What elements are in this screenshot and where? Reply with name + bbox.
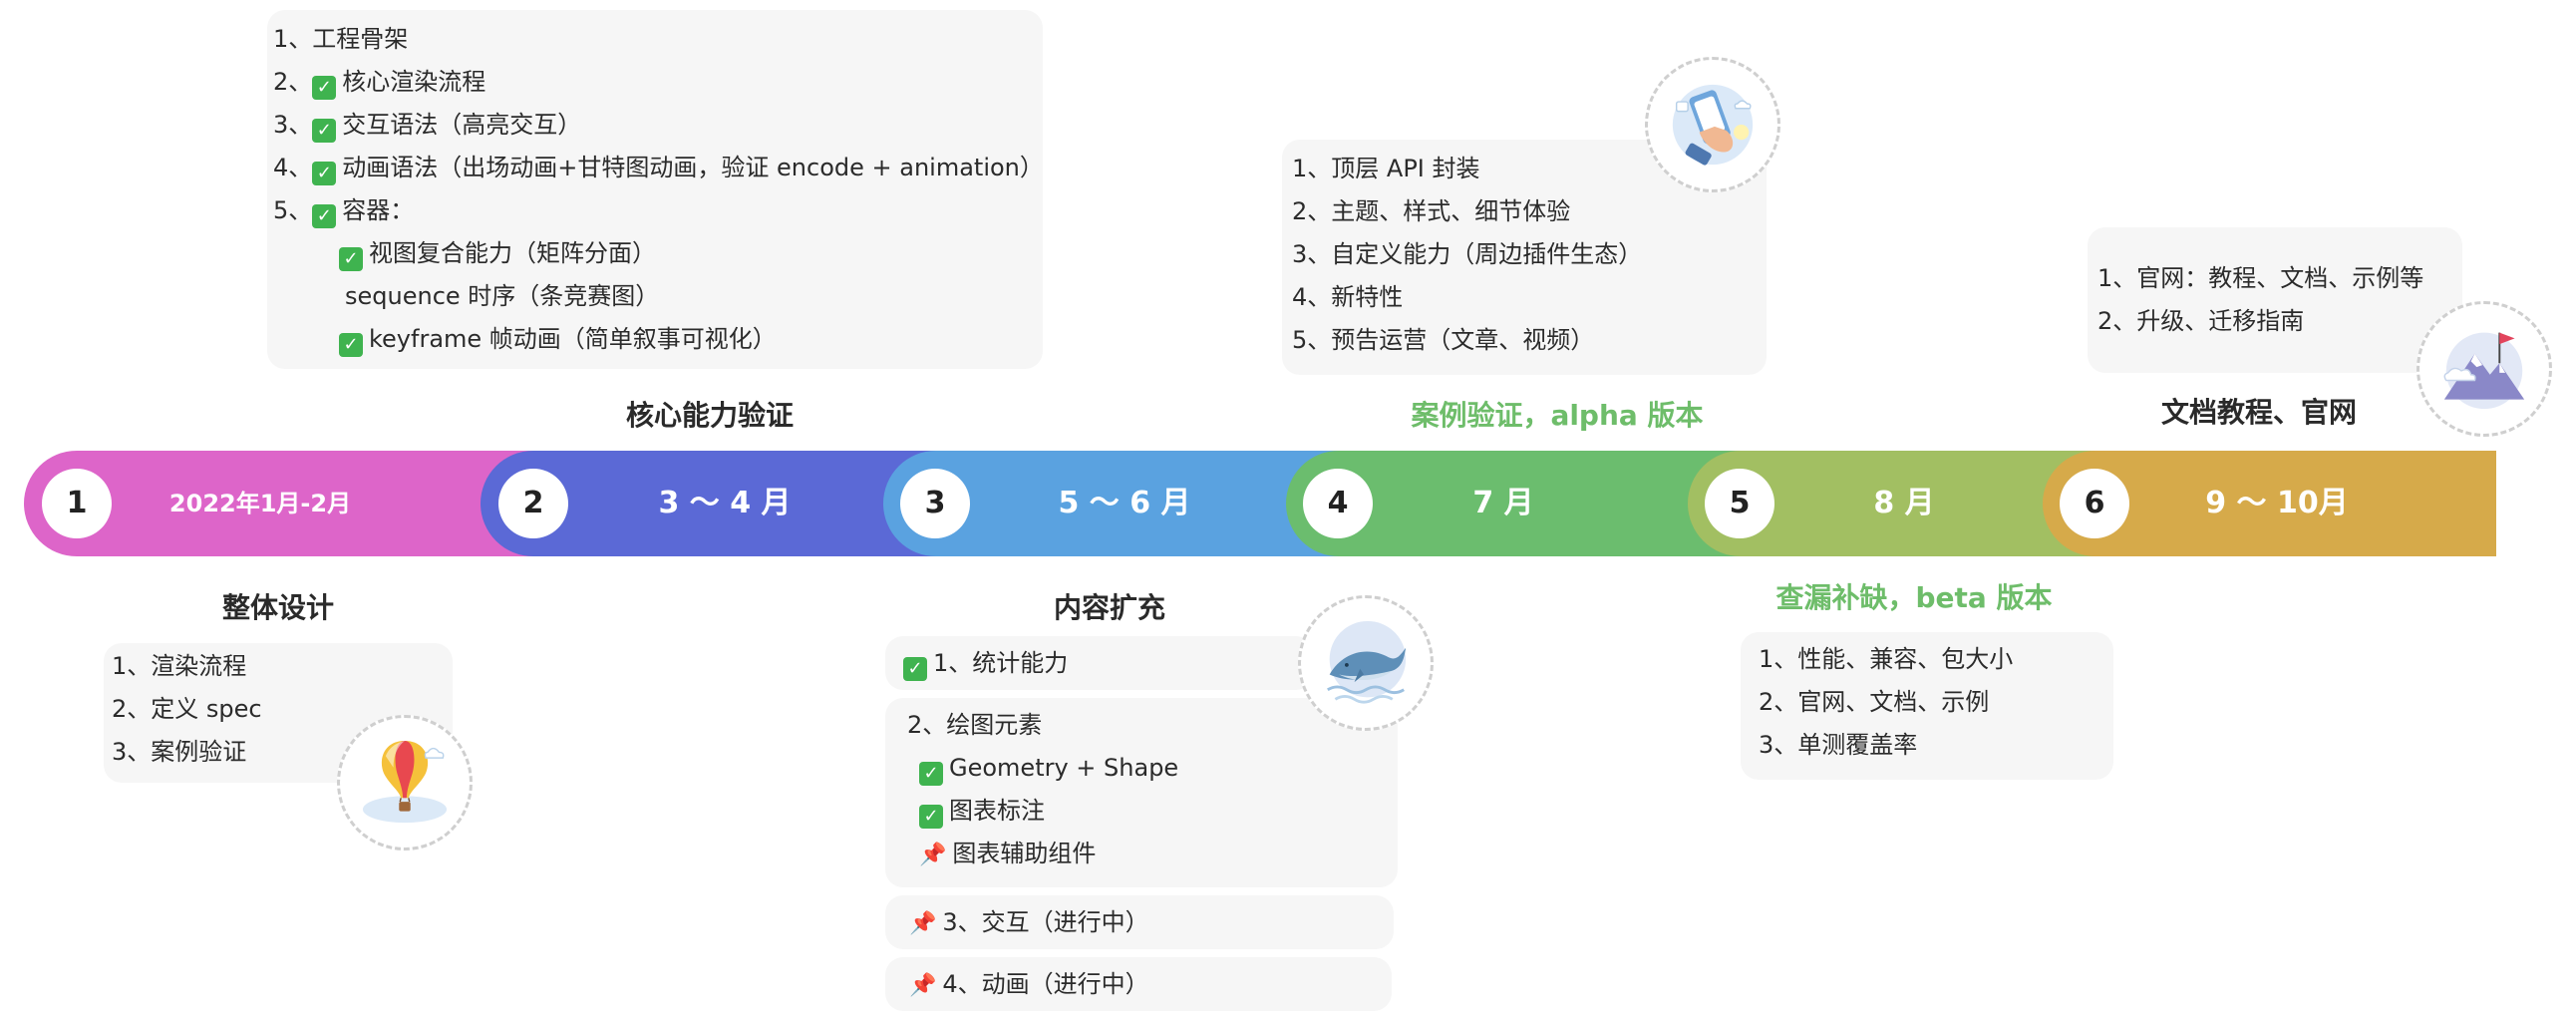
check-icon: ✓ [312, 204, 337, 228]
stage-4-title: 案例验证，alpha 版本 [1411, 399, 1704, 432]
stage-period-label: 7 月 [1472, 486, 1534, 520]
check-icon: ✓ [312, 76, 337, 100]
stage-period-label: 2022年1月-2月 [168, 490, 352, 517]
stage-6-card: 1、官网：教程、文档、示例等 2、升级、迁移指南 [2088, 227, 2462, 373]
check-icon: ✓ [919, 805, 943, 829]
stage-3-item-2: 2、绘图元素 ✓Geometry + Shape ✓图表标注 📌图表辅助组件 [885, 698, 1398, 887]
stage-period-label: 3 ～ 4 月 [658, 486, 792, 520]
list-item: 📌3、交互（进行中） [909, 908, 1149, 936]
hot-air-balloon-icon [337, 715, 473, 851]
list-item: 2、定义 spec [112, 695, 262, 723]
stage-5-card: 1、性能、兼容、包大小 2、官网、文档、示例 3、单测覆盖率 [1741, 632, 2113, 780]
list-item: 3、单测覆盖率 [1759, 731, 1918, 759]
pin-icon: 📌 [909, 973, 937, 998]
sub-list-item: ✓视图复合能力（矩阵分面） [339, 238, 656, 271]
stage-3-item-1: ✓1、统计能力 [885, 636, 1314, 690]
stage-period-label: 8 月 [1873, 486, 1935, 520]
list-item: 4、✓动画语法（出场动画+甘特图动画，验证 encode + animation… [273, 154, 1044, 185]
pin-icon: 📌 [919, 843, 947, 867]
stage-2-card: 1、工程骨架 2、✓核心渲染流程 3、✓交互语法（高亮交互） 4、✓动画语法（出… [267, 10, 1044, 369]
sub-list-item: ✓Geometry + Shape [919, 753, 1178, 786]
list-item: 4、新特性 [1292, 283, 1404, 311]
stage-3-item-3: 📌3、交互（进行中） [885, 895, 1394, 949]
list-item: 📌4、动画（进行中） [909, 970, 1149, 998]
sub-list-item: ✓keyframe 帧动画（简单叙事可视化） [339, 324, 777, 357]
check-icon: ✓ [903, 657, 927, 681]
list-item: 2、主题、样式、细节体验 [1292, 197, 1571, 225]
sub-list-item: ✓图表标注 [919, 796, 1045, 829]
stage-5-title: 查漏补缺，beta 版本 [1775, 581, 2053, 614]
list-item: 3、案例验证 [112, 738, 247, 766]
check-icon: ✓ [339, 247, 363, 271]
list-item: 3、✓交互语法（高亮交互） [273, 111, 582, 143]
stage-6-title: 文档教程、官网 [2160, 396, 2358, 429]
stage-1-title: 整体设计 [221, 591, 335, 624]
phone-hand-icon [1645, 57, 1780, 192]
check-icon: ✓ [919, 762, 943, 786]
list-item: 1、渲染流程 [112, 652, 247, 680]
stage-period-label: 9 ～ 10月 [2205, 486, 2349, 520]
stage-number: 2 [498, 469, 568, 538]
list-item: 1、官网：教程、文档、示例等 [2097, 264, 2424, 292]
mountain-flag-icon [2416, 301, 2552, 437]
stage-4-card: 1、顶层 API 封装 2、主题、样式、细节体验 3、自定义能力（周边插件生态）… [1282, 140, 1767, 375]
list-item: 2、绘图元素 [907, 711, 1043, 739]
check-icon: ✓ [339, 333, 363, 357]
stage-number: 5 [1705, 469, 1774, 538]
list-item: 3、自定义能力（周边插件生态） [1292, 240, 1643, 268]
list-item: 1、工程骨架 [273, 25, 409, 53]
list-item: 2、升级、迁移指南 [2097, 307, 2305, 335]
stage-number: 4 [1303, 469, 1373, 538]
list-item: 2、官网、文档、示例 [1759, 688, 1990, 716]
check-icon: ✓ [312, 119, 337, 143]
pin-icon: 📌 [909, 911, 937, 936]
list-item: 5、✓容器： [273, 196, 415, 228]
sub-list-item: sequence 时序（条竞赛图） [345, 282, 660, 310]
sub-list-item: 📌图表辅助组件 [919, 840, 1097, 867]
stage-3-title: 内容扩充 [1053, 591, 1166, 624]
stage-number: 3 [900, 469, 970, 538]
stage-period-label: 5 ～ 6 月 [1058, 486, 1191, 520]
stage-number: 6 [2060, 469, 2129, 538]
list-item: 1、顶层 API 封装 [1292, 155, 1480, 182]
stage-number: 1 [42, 469, 112, 538]
list-item: 5、预告运营（文章、视频） [1292, 326, 1595, 354]
whale-icon [1298, 595, 1434, 731]
list-item: 2、✓核心渲染流程 [273, 68, 486, 100]
stage-2-title: 核心能力验证 [625, 399, 795, 432]
check-icon: ✓ [312, 162, 337, 185]
list-item: 1、性能、兼容、包大小 [1759, 645, 2014, 673]
list-item: ✓1、统计能力 [903, 648, 1068, 681]
stage-3-item-4: 📌4、动画（进行中） [885, 957, 1392, 1011]
